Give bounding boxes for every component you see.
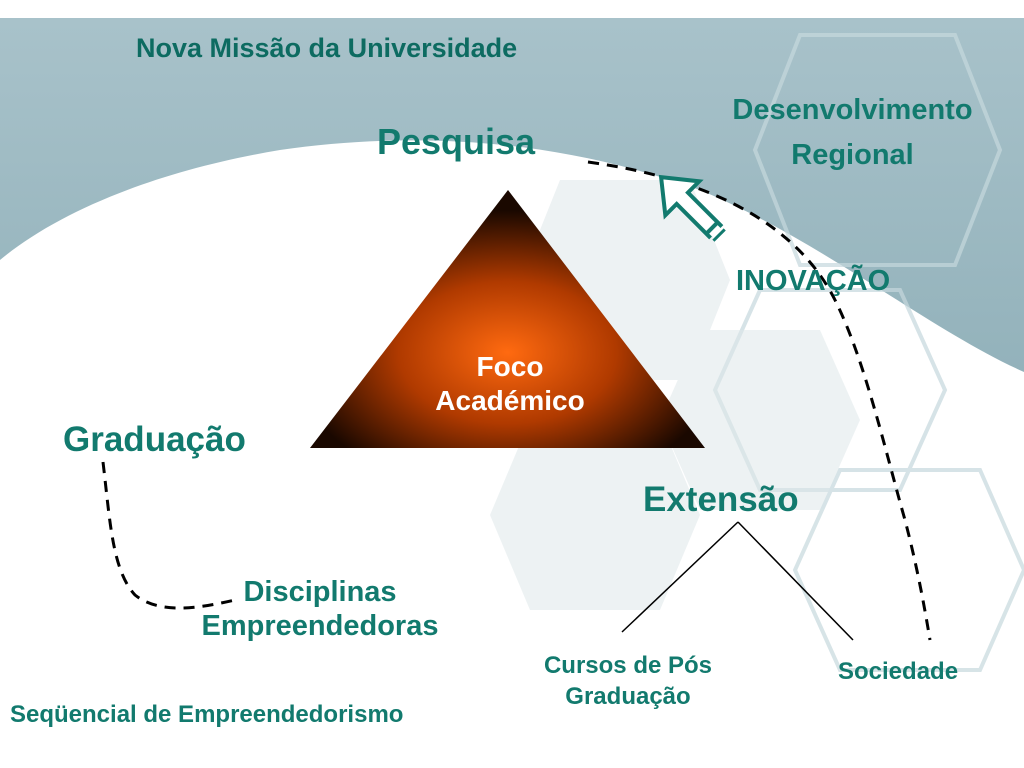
- disciplinas-empreendedoras-label: Disciplinas Empreendedoras: [175, 575, 465, 643]
- regional-line: Regional: [791, 139, 914, 171]
- pesquisa-sociedade-dashed-curve: [587, 160, 932, 641]
- pesquisa-label: Pesquisa: [377, 121, 536, 162]
- graduacao-label: Graduação: [63, 420, 246, 459]
- extensao-label: Extensão: [643, 480, 799, 519]
- desenvolvimento-regional-label: Desenvolvimento Regional: [700, 88, 1005, 178]
- cursos-line: Cursos de Pós: [543, 652, 713, 679]
- sequencial-empreendedorismo-label: Seqüencial de Empreendedorismo: [10, 701, 404, 728]
- academico-line: Académico: [435, 385, 585, 416]
- desenvolvimento-line: Desenvolvimento: [732, 94, 973, 126]
- disciplinas-line: Disciplinas: [243, 576, 397, 608]
- foco-academico-label: Foco Académico: [400, 350, 620, 418]
- cursos-pos-graduacao-label: Cursos de Pós Graduação: [518, 650, 738, 712]
- foco-line: Foco: [476, 351, 544, 382]
- empreendedoras-line: Empreendedoras: [201, 610, 439, 642]
- sociedade-label: Sociedade: [838, 658, 959, 685]
- arrow-up-right-icon: [658, 174, 726, 242]
- foco-triangle: [310, 190, 705, 448]
- extensao-branch-right-line: [737, 521, 854, 641]
- inovacao-label: INOVAÇÃO: [736, 265, 891, 297]
- extensao-branch-left-line: [621, 521, 739, 633]
- graduacao-disciplinas-dashed-curve: [101, 461, 236, 610]
- page-title: Nova Missão da Universidade: [136, 33, 518, 63]
- pos-graduacao-line: Graduação: [565, 683, 691, 710]
